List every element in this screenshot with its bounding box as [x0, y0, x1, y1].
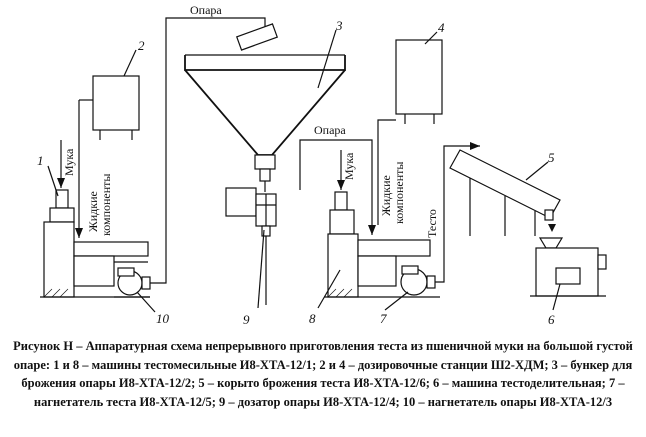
- number-2: 2: [138, 38, 145, 53]
- number-8: 8: [309, 311, 316, 326]
- number-5: 5: [548, 150, 555, 165]
- dosing-station-4: [395, 39, 443, 124]
- pointer-7: [384, 291, 409, 311]
- number-10: 10: [156, 311, 170, 326]
- dosing-station-2: [79, 75, 140, 140]
- dough-divider-6: [530, 237, 607, 297]
- number-1: 1: [37, 153, 44, 168]
- pointer-8: [317, 269, 341, 309]
- number-6: 6: [548, 312, 555, 327]
- arrow-dough: [470, 142, 480, 150]
- label-opara-mid: Опара: [314, 123, 346, 137]
- label-liquid-right-1: Жидкие: [379, 175, 393, 216]
- pointer-2: [123, 49, 137, 77]
- liquid-pipe-right: [377, 119, 396, 225]
- label-testo: Тесто: [425, 209, 439, 238]
- fermentation-trough-5: [449, 149, 561, 236]
- pointer-10: [136, 291, 156, 313]
- kneading-machine-1: [40, 189, 150, 298]
- number-7: 7: [380, 311, 387, 326]
- label-liquid-left-1: Жидкие: [86, 191, 100, 232]
- arrow-liquid-left: [75, 228, 83, 238]
- pointer-5: [525, 161, 549, 181]
- dough-pump-7: [400, 265, 436, 296]
- pointer-6: [552, 283, 561, 311]
- number-3: 3: [335, 18, 343, 33]
- opara-pipe-mid: [299, 139, 373, 235]
- pointer-9: [257, 229, 265, 309]
- pointer-4: [424, 31, 438, 45]
- kneading-machine-8: [324, 191, 440, 298]
- opara-dozator-9: [225, 187, 277, 305]
- number-4: 4: [438, 20, 445, 35]
- number-9: 9: [243, 312, 250, 327]
- pointer-3: [317, 29, 337, 89]
- opara-pipe-top: [148, 17, 266, 284]
- label-muka-left: Мука: [62, 148, 76, 176]
- fermentation-hopper-3: [184, 23, 346, 192]
- arrow-dough-fall: [548, 224, 556, 232]
- opara-pump-10: [114, 267, 151, 298]
- label-liquid-right-2: компоненты: [392, 162, 406, 224]
- label-muka-right: Мука: [342, 152, 356, 180]
- pointer-1: [47, 165, 59, 197]
- arrow-flour-left: [57, 178, 65, 188]
- dough-pipe: [435, 145, 480, 283]
- label-liquid-left-2: компоненты: [99, 174, 113, 236]
- label-opara-top: Опара: [190, 3, 222, 17]
- arrow-flour-right: [337, 180, 345, 190]
- arrow-opara-mid: [368, 225, 376, 235]
- figure-caption: Рисунок Н – Аппаратурная схема непрерывн…: [13, 339, 633, 409]
